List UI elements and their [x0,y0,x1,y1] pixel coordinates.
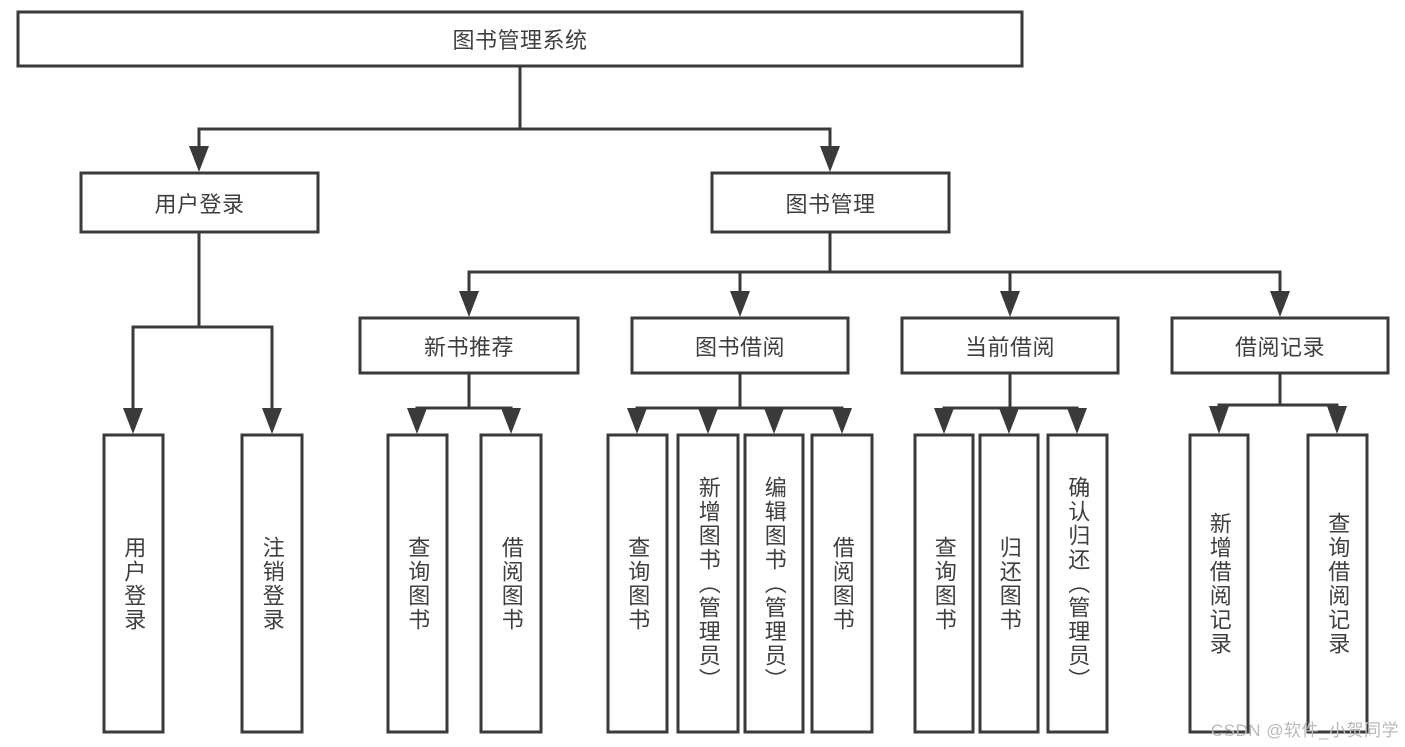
arrow-head-icon [820,146,840,172]
arrow-head-icon [262,408,282,434]
arrow-head-icon [123,408,143,434]
node-box-user-login[interactable] [79,171,320,234]
node-box-leaf-user-logout[interactable] [240,433,304,734]
connector-book-borrow-to-leaves [627,371,852,434]
connector-title-to-level2 [189,64,840,172]
connector-book-manage-to-level3 [459,230,1290,317]
connector-current-borrow-to-leaves [934,371,1087,434]
arrow-head-icon [189,146,209,172]
node-box-leaf-borrow-book-1[interactable] [479,433,543,734]
arrow-head-icon [698,408,718,434]
node-box-book-manage[interactable] [710,171,951,234]
arrow-head-icon [1067,408,1087,434]
arrow-head-icon [1209,406,1229,434]
node-box-leaf-add-book[interactable] [676,433,740,734]
arrow-head-icon [459,291,479,317]
node-box-current-borrow[interactable] [900,316,1120,375]
node-box-leaf-add-record[interactable] [1188,433,1250,734]
arrow-head-icon [764,408,784,434]
arrow-head-icon [407,408,427,434]
arrow-head-icon [934,408,954,434]
connector-borrow-record-to-leaves [1209,371,1347,434]
node-box-book-borrow[interactable] [630,316,850,375]
node-box-leaf-return-book[interactable] [978,433,1040,734]
node-box-leaf-query-book-1[interactable] [386,433,449,734]
csdn-watermark: CSDN @软件_小贺同学 [1210,721,1399,740]
arrow-head-icon [627,408,647,434]
node-box-title[interactable] [16,10,1024,68]
connector-user-login-to-leaves [123,230,282,434]
node-box-leaf-borrow-book-2[interactable] [810,433,874,734]
connector-new-book-rec-to-leaves [407,371,521,434]
node-box-leaf-confirm-return[interactable] [1046,433,1109,734]
node-box-new-book-rec[interactable] [358,316,580,375]
arrow-head-icon [1327,406,1347,434]
node-box-leaf-user-login[interactable] [102,433,165,734]
node-box-leaf-edit-book[interactable] [743,433,805,734]
node-box-leaf-query-book-3[interactable] [913,433,975,734]
arrow-head-icon [832,408,852,434]
node-box-leaf-query-book-2[interactable] [606,433,669,734]
arrow-head-icon [501,408,521,434]
node-box-borrow-record[interactable] [1170,316,1390,375]
arrow-head-icon [730,291,750,317]
arrow-head-icon [1270,291,1290,317]
arrow-head-icon [1000,291,1020,317]
arrow-head-icon [999,408,1019,434]
node-box-leaf-query-record[interactable] [1306,433,1369,734]
